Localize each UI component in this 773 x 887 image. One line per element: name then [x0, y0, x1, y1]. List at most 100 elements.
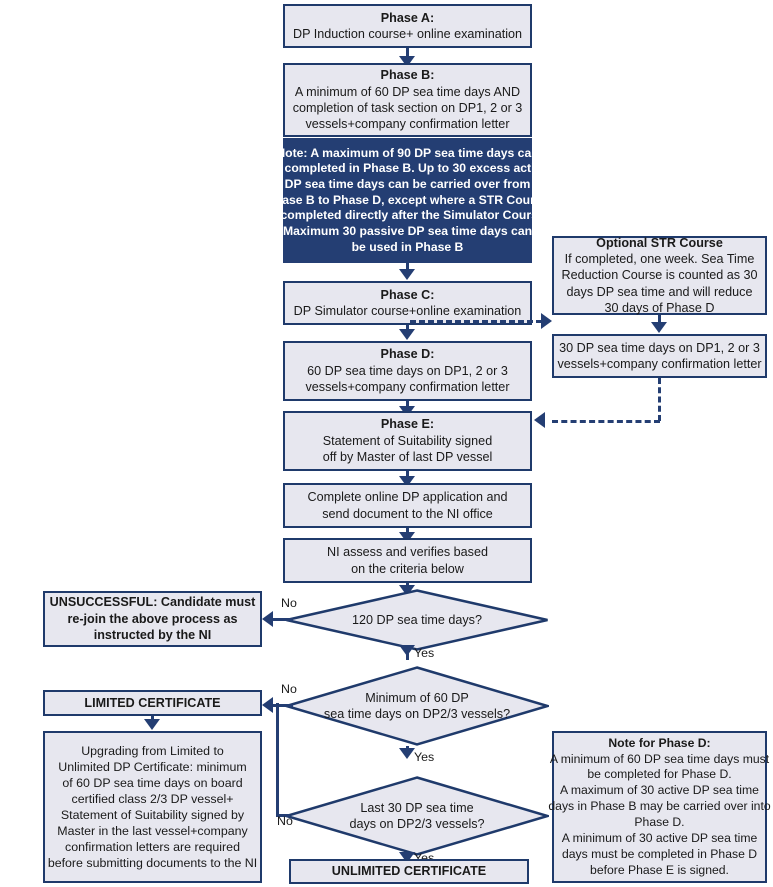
- unsuccessful-line-3: instructed by the NI: [93, 628, 212, 643]
- upgrading-line-6: Master in the last vessel+company: [57, 824, 248, 839]
- connector-seatime-left-dotted: [552, 420, 660, 423]
- note-phase-d-line-1: A minimum of 60 DP sea time days must: [549, 751, 770, 766]
- edge-label-d3-no: No: [277, 814, 293, 828]
- unsuccessful-line-1: UNSUCCESSFUL: Candidate must: [49, 595, 256, 610]
- decision-3-shape: [285, 776, 549, 856]
- edge-label-d1-no: No: [281, 596, 297, 610]
- optional-str-title: Optional STR Course: [596, 235, 723, 250]
- phase-e-line-2: off by Master of last DP vessel: [322, 450, 493, 465]
- arrow-d2-yes: [399, 748, 415, 759]
- unlimited-certificate-label: UNLIMITED CERTIFICATE: [331, 864, 487, 879]
- arrow-e-to-application: [399, 476, 415, 487]
- arrow-assess-to-d1: [399, 585, 415, 596]
- node-ni-assess: NI assess and verifies based on the crit…: [283, 538, 532, 583]
- optional-str-line-2: Reduction Course is counted as 30: [561, 268, 758, 283]
- arrow-application-to-assess: [399, 532, 415, 543]
- note-phase-d-line-3: A maximum of 30 active DP sea time: [560, 783, 759, 798]
- phase-a-line-1: DP Induction course+ online examination: [292, 27, 523, 41]
- decision-120-dp-sea-time-days: 120 DP sea time days?: [285, 589, 549, 651]
- decision-minimum-60-dp-dp23: Minimum of 60 DP sea time days on DP2/3 …: [285, 666, 549, 746]
- phase-b-line-2: completion of task section on DP1, 2 or …: [292, 101, 523, 115]
- phase-b-note-line-6: Maximum 30 passive DP sea time days can: [282, 223, 533, 238]
- arrow-d3-yes: [399, 852, 415, 863]
- phase-b-note-line-5: is completed directly after the Simulato…: [266, 208, 549, 223]
- note-phase-d-title: Note for Phase D:: [608, 735, 711, 750]
- phase-b-note-line-4: Phase B to Phase D, except where a STR C…: [266, 192, 549, 207]
- ni-assess-line-1: NI assess and verifies based: [326, 545, 488, 560]
- decision-last-30-dp-dp23: Last 30 DP sea time days on DP2/3 vessel…: [285, 776, 549, 856]
- arrow-d1-no: [262, 611, 273, 627]
- complete-application-line-1: Complete online DP application and: [307, 490, 508, 505]
- phase-d-line-2: vessels+company confirmation letter: [305, 380, 510, 395]
- str-sea-time-line-2: vessels+company confirmation letter: [557, 357, 762, 371]
- edge-label-d1-yes: Yes: [414, 646, 435, 660]
- connector-c-to-str-dashed: [410, 320, 542, 323]
- phase-b-line-1: A minimum of 60 DP sea time days AND: [294, 84, 521, 99]
- phase-c-line-1: DP Simulator course+online examination: [293, 304, 522, 318]
- node-phase-c: Phase C: DP Simulator course+online exam…: [283, 281, 532, 325]
- node-limited-certificate: LIMITED CERTIFICATE: [43, 690, 262, 716]
- complete-application-line-2: send document to the NI office: [322, 506, 493, 521]
- connector-d1-no: [273, 618, 293, 621]
- node-phase-d: Phase D: 60 DP sea time days on DP1, 2 o…: [283, 341, 532, 401]
- connector-d3-no-horizontal: [276, 814, 290, 817]
- edge-label-d2-yes: Yes: [414, 750, 435, 764]
- arrow-limited-to-upgrading: [144, 719, 160, 730]
- upgrading-line-3: of 60 DP sea time days on board: [62, 775, 243, 790]
- connector-seatime-down-dotted: [658, 378, 661, 421]
- node-unsuccessful: UNSUCCESSFUL: Candidate must re-join the…: [43, 591, 262, 647]
- note-phase-d-line-2: be completed for Phase D.: [587, 767, 732, 782]
- upgrading-line-4: certified class 2/3 DP vessel+: [71, 791, 234, 806]
- arrow-d1-yes: [399, 645, 415, 656]
- arrow-d2-no: [262, 697, 273, 713]
- arrow-c-to-str: [541, 313, 552, 329]
- decision-1-shape: [286, 589, 548, 651]
- limited-certificate-label: LIMITED CERTIFICATE: [84, 695, 221, 710]
- edge-label-d2-no: No: [281, 682, 297, 696]
- phase-d-title: Phase D:: [380, 347, 435, 362]
- note-phase-d-line-5: Phase D.: [634, 814, 685, 829]
- phase-d-line-1: 60 DP sea time days on DP1, 2 or 3: [307, 363, 508, 378]
- node-upgrading-limited-to-unlimited: Upgrading from Limited to Unlimited DP C…: [43, 731, 262, 883]
- arrow-a-to-b: [399, 56, 415, 67]
- note-phase-d-line-4: days in Phase B may be carried over into: [548, 799, 771, 814]
- arrow-note-to-c: [399, 269, 415, 280]
- decision-2-shape: [285, 666, 549, 746]
- node-complete-application: Complete online DP application and send …: [283, 483, 532, 528]
- note-phase-d-line-6: A minimum of 30 active DP sea time: [561, 830, 758, 845]
- arrow-str-to-seatime: [651, 322, 667, 333]
- optional-str-line-3: days DP sea time and will reduce: [566, 284, 753, 299]
- node-phase-b-note: Note: A maximum of 90 DP sea time days c…: [267, 138, 548, 263]
- phase-e-title: Phase E:: [380, 417, 435, 432]
- phase-b-note-line-1: Note: A maximum of 90 DP sea time days c…: [276, 145, 539, 160]
- node-phase-e: Phase E: Statement of Suitability signed…: [283, 411, 532, 471]
- ni-assess-line-2: on the criteria below: [351, 561, 464, 576]
- phase-b-line-3: vessels+company confirmation letter: [305, 117, 510, 132]
- optional-str-line-1: If completed, one week. Sea Time: [564, 251, 755, 266]
- node-unlimited-certificate: UNLIMITED CERTIFICATE: [289, 859, 529, 884]
- connector-note-to-c: [406, 263, 409, 273]
- note-phase-d-line-8: before Phase E is signed.: [590, 862, 729, 877]
- phase-b-note-line-2: be completed in Phase B. Up to 30 excess…: [266, 161, 549, 176]
- node-optional-str-course: Optional STR Course If completed, one we…: [552, 236, 767, 315]
- node-note-for-phase-d: Note for Phase D: A minimum of 60 DP sea…: [548, 731, 771, 883]
- arrow-c-to-d: [399, 329, 415, 340]
- upgrading-line-8: before submitting documents to the NI: [47, 856, 258, 871]
- connector-str-to-seatime: [658, 315, 661, 326]
- node-phase-b: Phase B: A minimum of 60 DP sea time day…: [283, 63, 532, 137]
- phase-c-title: Phase C:: [380, 287, 435, 302]
- connector-d3-no-vertical: [276, 703, 279, 816]
- phase-b-note-line-3: DP sea time days can be carried over fro…: [284, 177, 531, 192]
- connector-a-to-b: [406, 48, 409, 60]
- node-str-sea-time: 30 DP sea time days on DP1, 2 or 3 vesse…: [552, 334, 767, 378]
- upgrading-line-5: Statement of Suitability signed by: [60, 808, 245, 822]
- phase-a-title: Phase A:: [380, 10, 435, 25]
- note-phase-d-line-7: days must be completed in Phase D: [561, 846, 758, 861]
- connector-d2-no: [273, 704, 293, 707]
- upgrading-line-7: confirmation letters are required: [65, 840, 240, 855]
- arrow-seatime-to-phase-e: [534, 412, 545, 428]
- phase-e-line-1: Statement of Suitability signed: [322, 433, 493, 448]
- str-sea-time-line-1: 30 DP sea time days on DP1, 2 or 3: [559, 340, 760, 355]
- node-phase-a: Phase A: DP Induction course+ online exa…: [283, 4, 532, 48]
